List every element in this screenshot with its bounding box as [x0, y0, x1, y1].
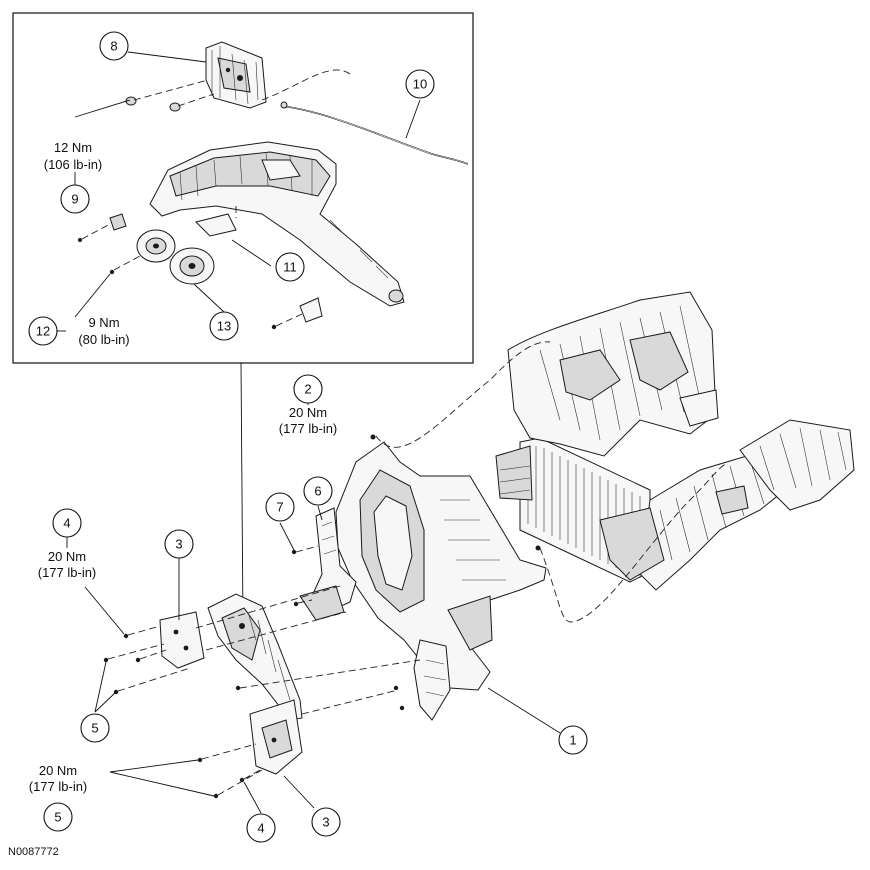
callout-3-lower: 3 — [311, 807, 341, 837]
svg-text:10: 10 — [413, 77, 427, 92]
latch-reinforcement-upper — [159, 611, 205, 669]
svg-text:12 Nm: 12 Nm — [54, 140, 92, 155]
callout-1: 1 — [558, 725, 588, 755]
air-deflector-bracket — [299, 507, 357, 621]
horn-bolt-upper — [78, 213, 127, 242]
hood-latch-assembly-main — [207, 593, 303, 721]
detail-inset-frame — [12, 12, 474, 364]
callout-4-upper: 4 — [52, 508, 82, 538]
callout-12: 12 — [28, 316, 58, 346]
svg-text:3: 3 — [322, 815, 329, 830]
frame-rail — [599, 419, 855, 591]
svg-text:13: 13 — [217, 319, 231, 334]
svg-text:(80 lb-in): (80 lb-in) — [78, 332, 129, 347]
svg-text:6: 6 — [314, 484, 321, 499]
latch-reinforcement-lower — [249, 699, 303, 775]
callout-5-lower: 5 — [43, 802, 73, 832]
callout-3-upper: 3 — [164, 529, 194, 559]
svg-text:4: 4 — [257, 821, 264, 836]
svg-text:8: 8 — [110, 39, 117, 54]
torque-spec-2: 20 Nm (177 lb-in) — [279, 405, 338, 436]
horn-low — [136, 229, 176, 263]
hood-release-cable — [261, 69, 469, 165]
callout-8: 8 — [99, 31, 129, 61]
svg-text:(177 lb-in): (177 lb-in) — [279, 421, 338, 436]
svg-text:1: 1 — [569, 733, 576, 748]
torque-spec-9: 12 Nm (106 lb-in) — [44, 140, 103, 172]
svg-text:(177 lb-in): (177 lb-in) — [29, 779, 88, 794]
clip-bracket — [271, 297, 323, 330]
svg-text:4: 4 — [63, 516, 70, 531]
svg-text:20 Nm: 20 Nm — [48, 549, 86, 564]
svg-text:9: 9 — [71, 192, 78, 207]
latch-bolt-path — [133, 79, 215, 107]
svg-text:(106 lb-in): (106 lb-in) — [44, 157, 103, 172]
body-structure — [507, 291, 719, 457]
svg-text:11: 11 — [283, 260, 297, 275]
callout-10: 10 — [405, 69, 435, 99]
svg-text:5: 5 — [54, 810, 61, 825]
horn-bracket — [195, 213, 237, 237]
callout-2: 2 — [293, 374, 323, 404]
torque-spec-4: 20 Nm (177 lb-in) — [38, 549, 97, 580]
svg-text:3: 3 — [175, 537, 182, 552]
svg-text:2: 2 — [304, 382, 311, 397]
hood-latch-support-bracket — [149, 141, 405, 307]
inset-leader-line — [240, 362, 244, 626]
callout-6: 6 — [303, 476, 333, 506]
svg-text:20 Nm: 20 Nm — [39, 763, 77, 778]
latch-bolt-right — [169, 102, 181, 112]
clip-bolt-path — [275, 313, 303, 327]
svg-text:7: 7 — [276, 500, 283, 515]
callout-7: 7 — [265, 492, 295, 522]
svg-text:9 Nm: 9 Nm — [88, 315, 119, 330]
callout-13: 13 — [209, 311, 239, 341]
assembly-paths — [107, 341, 727, 796]
torque-spec-5: 20 Nm (177 lb-in) — [29, 763, 88, 794]
hood-latch — [205, 41, 267, 109]
callout-9: 9 — [60, 184, 90, 214]
radiator-support — [335, 434, 547, 721]
horn-bolt-lower-path — [113, 255, 141, 271]
horn-bolt-upper-path — [81, 223, 111, 240]
callout-5-upper: 5 — [80, 713, 110, 743]
callout-4-lower: 4 — [246, 813, 276, 843]
callout-11: 11 — [275, 252, 305, 282]
svg-text:12: 12 — [36, 324, 50, 339]
svg-text:(177 lb-in): (177 lb-in) — [38, 565, 97, 580]
horn-bolt-lower — [109, 269, 115, 275]
torque-spec-12: 9 Nm (80 lb-in) — [78, 315, 129, 347]
figure-code: N0087772 — [8, 846, 59, 858]
svg-text:5: 5 — [91, 721, 98, 736]
leader-lines — [56, 51, 561, 814]
svg-text:20 Nm: 20 Nm — [289, 405, 327, 420]
horn-high — [169, 247, 215, 285]
